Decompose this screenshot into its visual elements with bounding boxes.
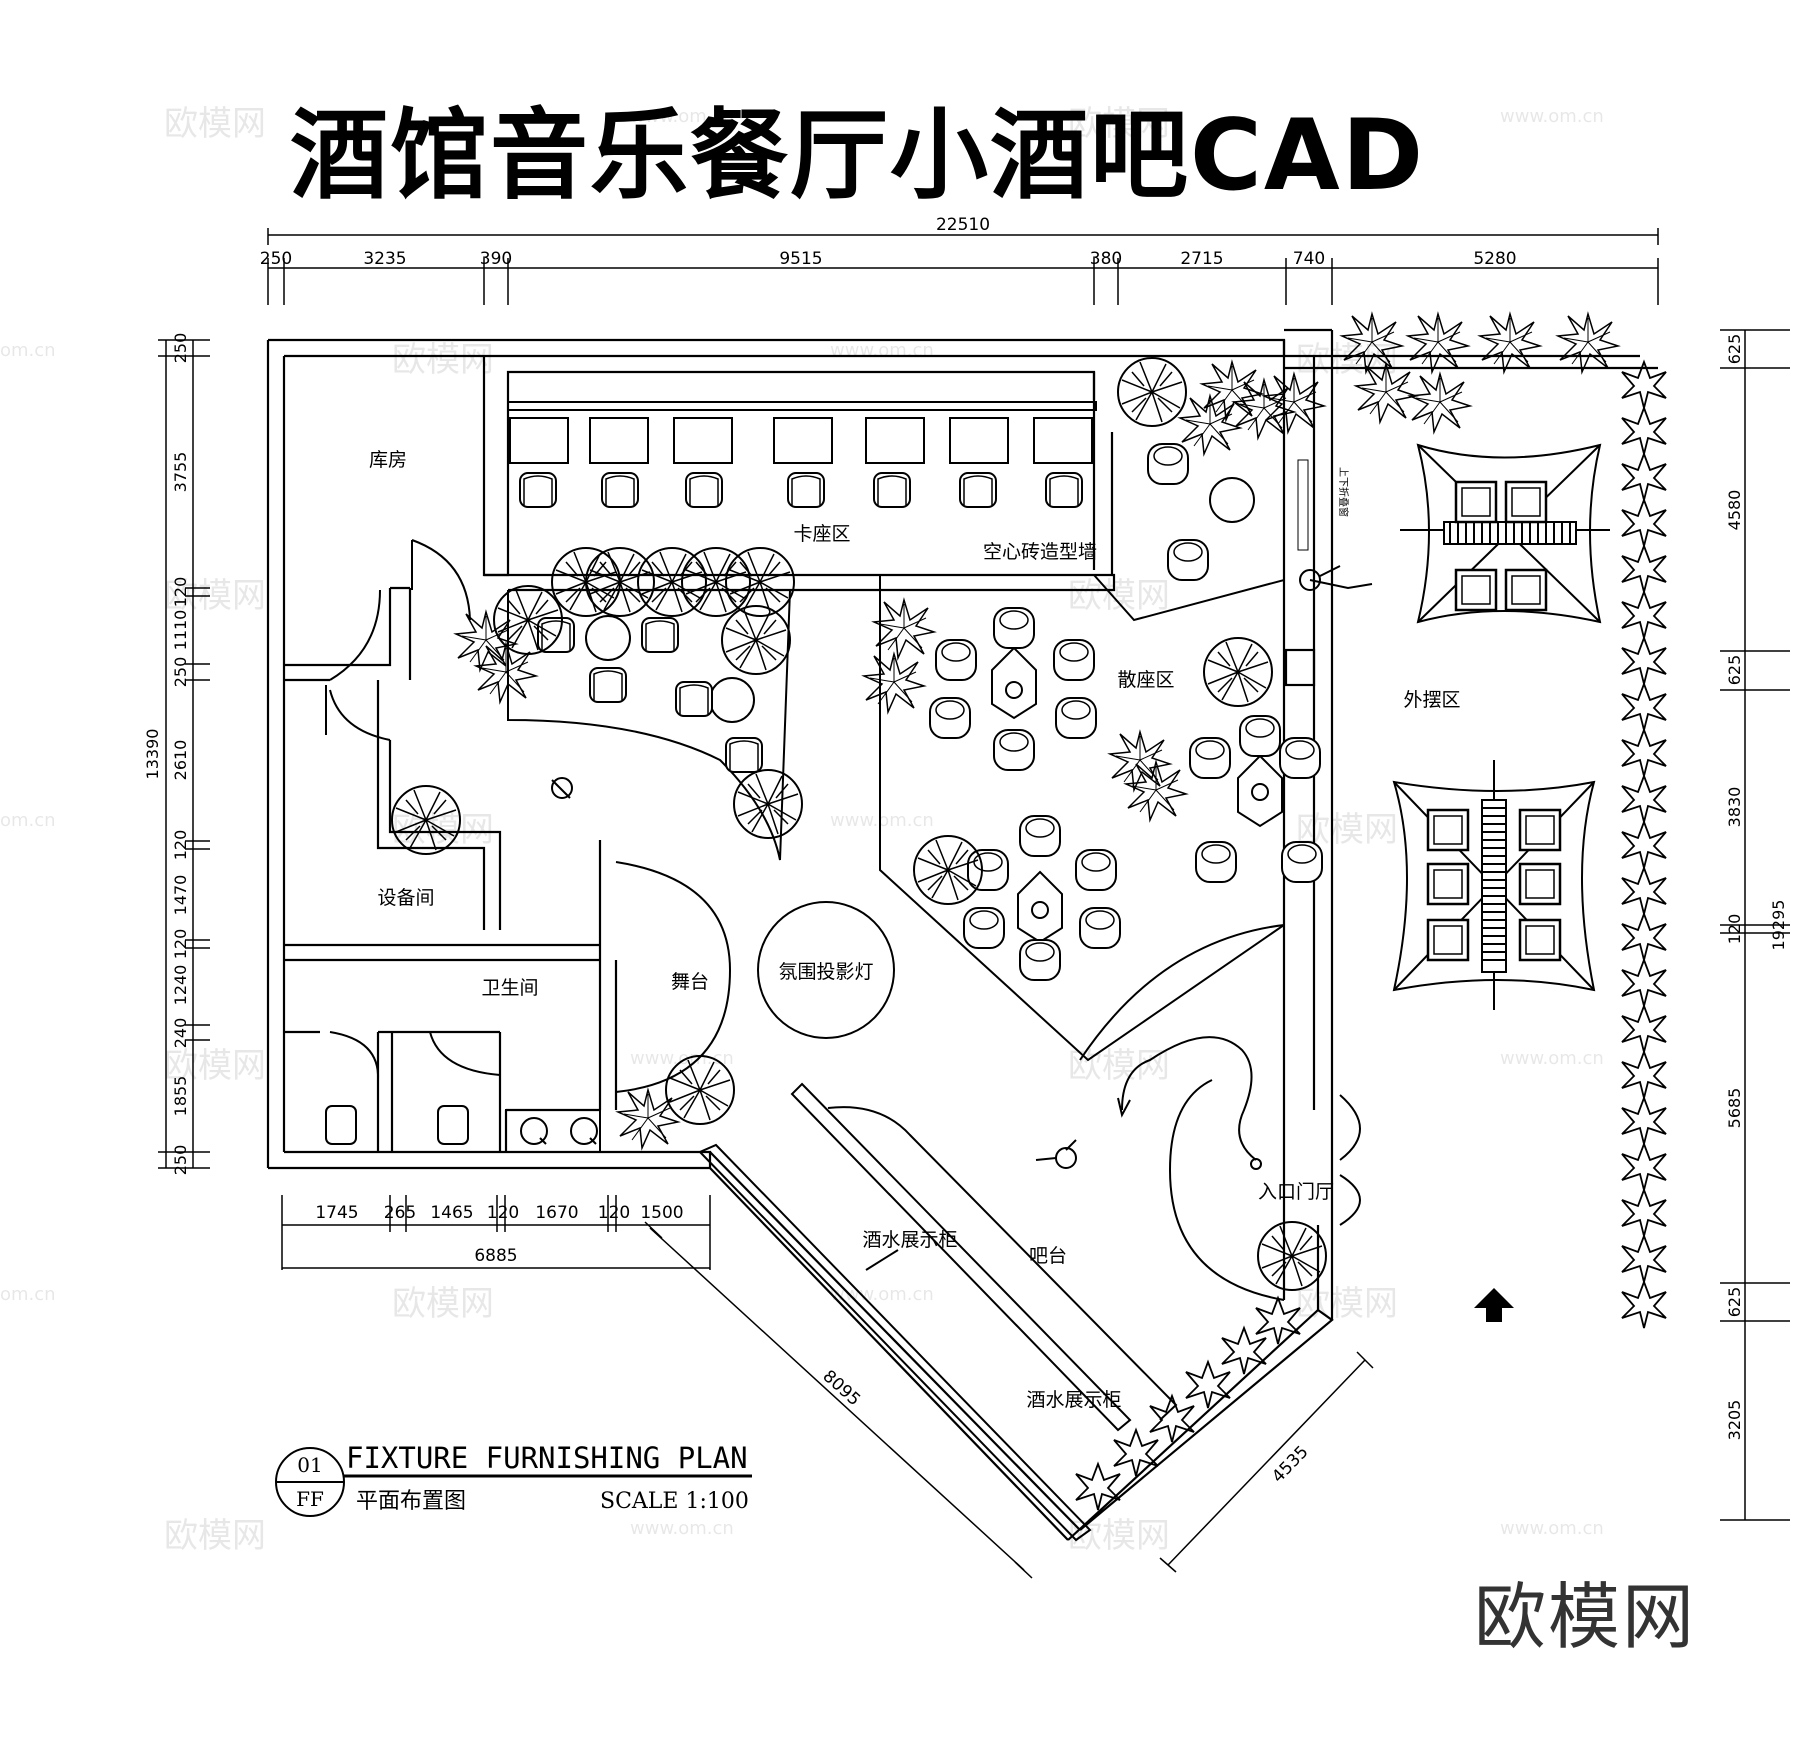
dim-top-4: 380: [1090, 249, 1122, 269]
watermark: www.om.cn: [630, 1048, 734, 1069]
watermark: www.om.cn: [1500, 1518, 1604, 1539]
dim-left-7: 1470: [171, 875, 190, 916]
room-outdoor: 外摆区: [1403, 689, 1460, 711]
watermark: www.om.cn: [830, 810, 934, 831]
dim-right-2: 625: [1725, 655, 1744, 686]
dim-top-3: 9515: [779, 249, 822, 269]
room-booth: 卡座区: [793, 523, 850, 545]
dim-left-4: 250: [171, 657, 190, 688]
room-folding-window: 上下折叠窗: [1337, 467, 1350, 517]
dim-bottom-3: 120: [487, 1203, 519, 1223]
watermark: www.om.cn: [630, 1518, 734, 1539]
room-scatter: 散座区: [1117, 669, 1174, 691]
brand-logo: 欧模网: [1473, 1575, 1696, 1659]
dim-top-2: 390: [480, 249, 512, 269]
watermark: om.cn: [0, 1284, 56, 1305]
watermark: 欧模网: [1296, 810, 1398, 850]
watermark: om.cn: [0, 340, 56, 361]
watermark: 欧模网: [164, 1046, 266, 1086]
dim-left-8: 120: [171, 929, 190, 960]
room-projector: 氛围投影灯: [778, 961, 873, 983]
dim-top-5: 2715: [1180, 249, 1223, 269]
watermark: 欧模网: [1068, 1516, 1170, 1556]
dim-left-9: 1240: [171, 965, 190, 1006]
dim-left-total: 13390: [143, 729, 162, 780]
dim-left-2: 120: [171, 577, 190, 608]
legend-scale: SCALE 1:100: [600, 1489, 749, 1514]
room-entrance: 入口门厅: [1258, 1181, 1334, 1203]
room-hollow-wall: 空心砖造型墙: [983, 541, 1097, 563]
legend-code: FF: [296, 1487, 324, 1511]
dim-right-7: 3205: [1725, 1400, 1744, 1441]
room-wine-cabinet-2: 酒水展示柜: [1026, 1389, 1121, 1411]
dim-top-6: 740: [1293, 249, 1325, 269]
dim-right-6: 625: [1725, 1287, 1744, 1318]
watermark: 欧模网: [164, 576, 266, 616]
dim-left-12: 250: [171, 1145, 190, 1176]
dim-bottom-total: 6885: [474, 1246, 517, 1266]
room-stage: 舞台: [671, 971, 709, 993]
dim-left-1: 3755: [171, 452, 190, 493]
bar-counter: [698, 1082, 1178, 1542]
drawing-title: 酒馆音乐餐厅小酒吧CAD: [290, 99, 1426, 213]
dim-left-6: 120: [171, 830, 190, 861]
watermark: www.om.cn: [830, 340, 934, 361]
dim-right-3: 3830: [1725, 787, 1744, 828]
watermark: 欧模网: [164, 1516, 266, 1556]
dim-left-0: 250: [171, 333, 190, 364]
watermark: www.om.cn: [630, 106, 734, 127]
dim-left-5: 2610: [171, 740, 190, 781]
room-storage: 库房: [369, 449, 407, 471]
dim-bottom-0: 1745: [315, 1203, 358, 1223]
dim-right-0: 625: [1725, 334, 1744, 365]
room-wine-cabinet-1: 酒水展示柜: [862, 1229, 957, 1251]
watermark: 欧模网: [392, 1284, 494, 1324]
watermark: 欧模网: [1068, 1046, 1170, 1086]
legend-number: 01: [297, 1453, 322, 1477]
dim-left-10: 240: [171, 1018, 190, 1049]
watermark: 欧模网: [1296, 1284, 1398, 1324]
watermark: www.om.cn: [830, 1284, 934, 1305]
legend: 01 FF FIXTURE FURNISHING PLAN 平面布置图 SCAL…: [275, 1441, 752, 1517]
dim-right-5: 5685: [1725, 1088, 1744, 1129]
watermark: www.om.cn: [1500, 106, 1604, 127]
room-restroom: 卫生间: [481, 977, 538, 999]
watermark: www.om.cn: [1500, 1048, 1604, 1069]
dim-left-3: 1110: [171, 610, 190, 651]
dim-bottom-5: 120: [598, 1203, 630, 1223]
watermark: 欧模网: [392, 810, 494, 850]
legend-title-en: FIXTURE FURNISHING PLAN: [346, 1441, 748, 1475]
dim-bottom-4: 1670: [535, 1203, 578, 1223]
room-equipment: 设备间: [377, 887, 434, 909]
dim-bottom-2: 1465: [430, 1203, 473, 1223]
room-bar: 吧台: [1029, 1245, 1067, 1267]
watermark: 欧模网: [1296, 340, 1398, 380]
booth-furniture: [507, 401, 1097, 464]
watermark: 欧模网: [1068, 576, 1170, 616]
dim-bottom-1: 265: [384, 1203, 416, 1223]
dim-diag-2: 4535: [1268, 1442, 1312, 1487]
dimension-lines: [158, 228, 1790, 1579]
watermark: 欧模网: [392, 340, 494, 380]
doors: [325, 539, 1361, 1301]
dim-top-1: 3235: [363, 249, 406, 269]
outdoor-furniture: [1392, 443, 1610, 1010]
dim-top-0: 250: [260, 249, 292, 269]
dim-top-total: 22510: [936, 215, 990, 235]
dim-right-1: 4580: [1725, 490, 1744, 531]
watermark: 欧模网: [1068, 104, 1170, 144]
watermark: om.cn: [0, 810, 56, 831]
dim-left-11: 1855: [171, 1076, 190, 1117]
dim-bottom-6: 1500: [640, 1203, 683, 1223]
dim-right-total: 19295: [1769, 900, 1788, 951]
dim-right-4: 120: [1725, 914, 1744, 945]
dim-top-7: 5280: [1473, 249, 1516, 269]
watermark: 欧模网: [164, 104, 266, 144]
legend-title-cn: 平面布置图: [356, 1489, 466, 1514]
